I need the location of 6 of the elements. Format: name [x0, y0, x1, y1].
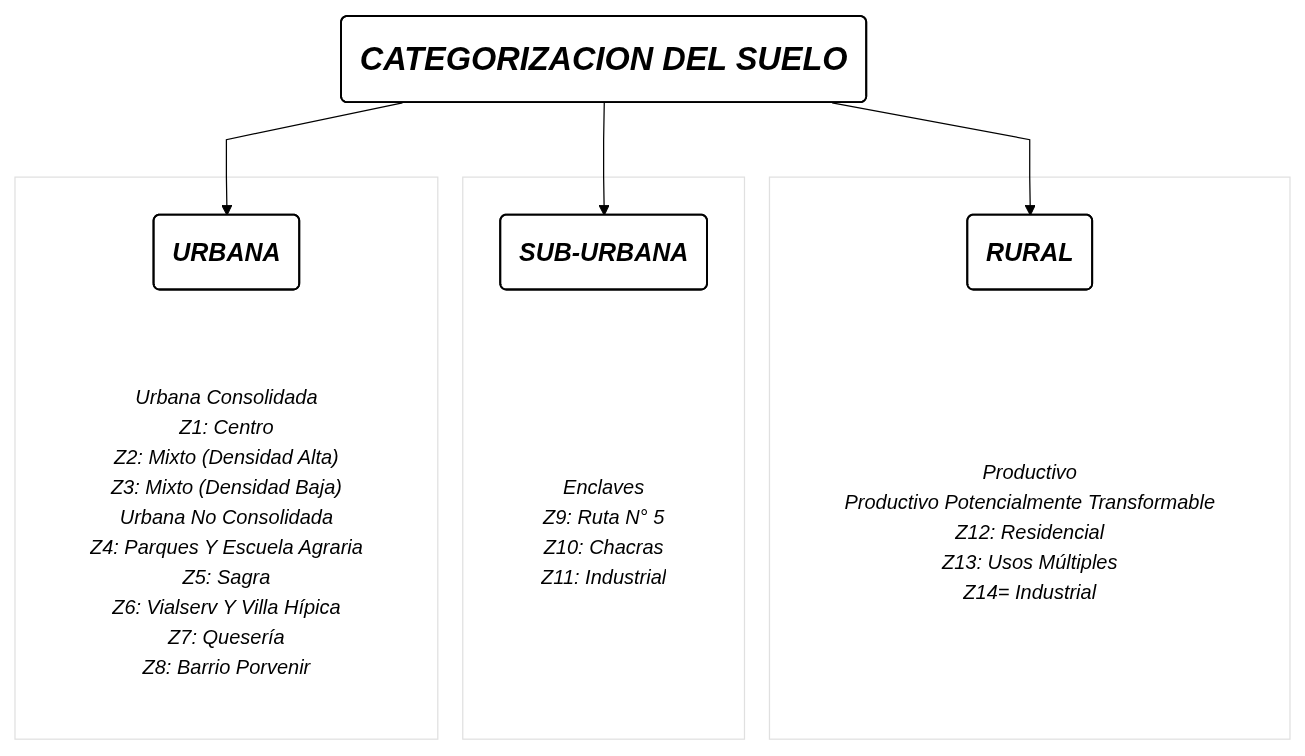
cluster	[768, 176, 1291, 741]
cluster	[462, 176, 746, 741]
node-text: Urbana Consolidada Z1: Centro Z2: Mixto (Densidad Alta) Z3: Mixto (Densidad Baja) Urbana No Consolidada Z4: Parques Y Escuela Agraria Z5: Sagra Z6: Vialserv Y Villa Hípica Z7: Quesería Z8: Barrio Porvenir	[89, 387, 363, 679]
node-text: Enclaves Z9: Ruta N° 5 Z10: Chacras Z11: Industrial	[541, 477, 667, 589]
node-text: Productivo Productivo Potencialmente Transformable Z12: Residencial Z13: Usos Múltiples Z14= Industrial	[844, 462, 1216, 604]
cluster	[14, 176, 439, 741]
